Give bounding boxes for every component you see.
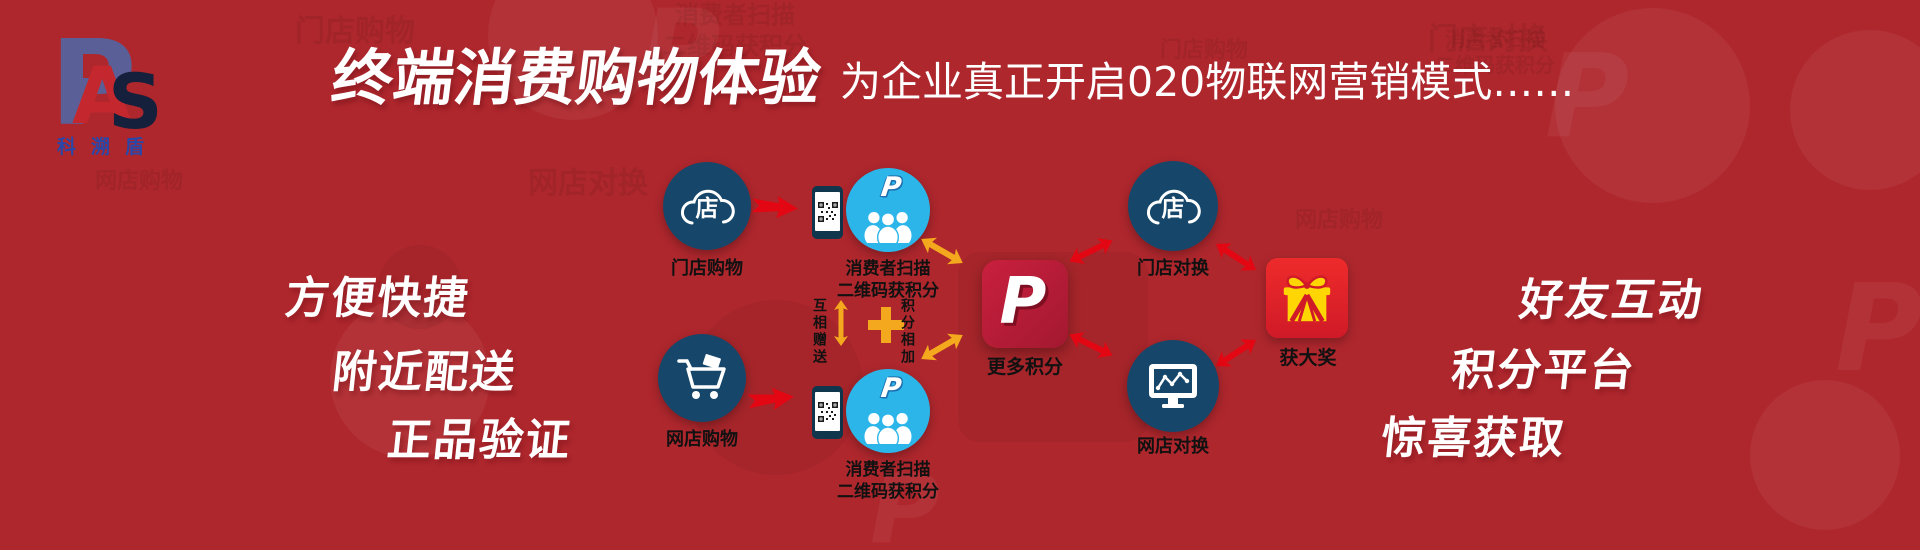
people-group-icon	[864, 211, 912, 243]
watermark-circle	[1790, 30, 1920, 190]
logo-caption: 科溯盾	[57, 136, 160, 158]
red-double-arrow-icon	[1069, 238, 1113, 264]
store-cloud-icon: 店	[1146, 189, 1201, 225]
watermark-p-icon: P	[640, 0, 721, 114]
red-arrow-icon	[751, 196, 798, 219]
watermark-circle	[330, 298, 490, 458]
people-group-icon	[864, 412, 912, 444]
consumer-scan-inner: P	[846, 168, 930, 252]
feature-friend-interaction: 好友互动	[1516, 275, 1707, 326]
consumer-scan-inner: P	[846, 369, 930, 453]
phone-qr-icon	[812, 386, 843, 439]
consumer-scan-label: 消费者扫描 二维码获积分	[826, 258, 950, 302]
feature-authenticity: 正品验证	[384, 415, 575, 466]
watermark-text: 网店对换	[528, 166, 648, 201]
consumer-scan-label-line2: 二维码获积分	[837, 482, 939, 503]
watermark-p-icon: P	[1545, 30, 1630, 164]
watermark-circle	[1750, 380, 1900, 530]
monitor-chart-icon	[1149, 364, 1197, 408]
qr-code-icon	[817, 401, 838, 422]
consumer-scan-label-line1: 消费者扫描	[845, 259, 931, 279]
watermark-circle	[378, 245, 462, 329]
yellow-arrow-icon	[921, 333, 963, 361]
shopping-cart-icon	[677, 354, 726, 399]
phone-screen	[815, 192, 840, 231]
watermark-line: 消费者扫描	[675, 1, 795, 29]
phone-screen	[815, 392, 840, 431]
svg-text:店: 店	[696, 196, 719, 222]
watermark-line: 二维码获积分	[1435, 53, 1555, 77]
online-shopping-label: 网店购物	[666, 429, 738, 450]
subtitle: 为企业真正开启020物联网营销模式……	[840, 58, 1575, 106]
consumer-scan-label-line1: 消费者扫描	[845, 460, 931, 480]
watermark-text: 网店购物	[1295, 208, 1384, 233]
store-shopping-label: 门店购物	[671, 258, 743, 279]
watermark-p-icon: P	[870, 455, 940, 550]
feature-surprise: 惊喜获取	[1378, 413, 1569, 464]
watermark-text: 消费者扫描 二维码获积分	[1425, 26, 1565, 78]
red-double-arrow-icon	[1215, 243, 1257, 271]
main-title: 终端消费购物体验	[327, 43, 825, 114]
phone-qr-icon	[812, 186, 843, 239]
watermark-line: 二维码获积分	[663, 32, 807, 61]
feature-nearby-delivery: 附近配送	[329, 347, 520, 398]
watermark-p-icon: P	[1835, 260, 1920, 399]
p-logo-small: P	[879, 373, 904, 404]
online-exchange-label: 网店对换	[1137, 436, 1209, 457]
gift-box-tile	[1266, 258, 1348, 338]
points-add-label: 积分相加	[899, 298, 915, 366]
mutual-gift-label: 互相赠送	[811, 298, 827, 366]
logo-letter-s: S	[108, 57, 163, 146]
watermark-text: 消费者扫描 二维码获积分	[655, 0, 815, 62]
plus-icon	[868, 307, 904, 343]
store-exchange-node: 店	[1128, 161, 1218, 251]
consumer-scan-node: P	[846, 168, 930, 252]
logo-letter-p: P	[50, 14, 137, 152]
store-cloud-icon: 店	[680, 189, 735, 225]
qr-code-icon	[817, 201, 838, 222]
watermark-circle	[1555, 8, 1750, 203]
more-points-tile: P	[982, 260, 1068, 348]
watermark-text: 网店购物	[95, 169, 184, 194]
consumer-scan-node: P	[846, 369, 930, 453]
consumer-scan-label: 消费者扫描 二维码获积分	[826, 459, 950, 503]
store-shopping-node: 店	[663, 162, 751, 250]
gift-box-icon	[1283, 275, 1331, 323]
watermark-text: 门店购物	[1160, 38, 1249, 63]
feature-convenient: 方便快捷	[282, 273, 473, 324]
yellow-vertical-arrow-icon	[834, 300, 848, 346]
p-logo-small: P	[879, 172, 904, 203]
yellow-arrow-icon	[921, 237, 963, 265]
big-prize-label: 获大奖	[1279, 347, 1337, 369]
logo-letter-a: A	[72, 52, 133, 142]
red-double-arrow-icon	[1215, 339, 1257, 367]
red-arrow-icon	[747, 387, 794, 410]
online-shopping-node	[658, 334, 746, 422]
online-exchange-node	[1127, 340, 1219, 432]
store-exchange-label: 门店对换	[1137, 258, 1209, 279]
red-double-arrow-icon	[1069, 332, 1113, 358]
feature-points-platform: 积分平台	[1448, 345, 1639, 396]
watermark-text: 门店对换	[1428, 22, 1548, 57]
watermark-text: 门店购物	[295, 14, 415, 49]
more-points-label: 更多积分	[986, 356, 1063, 378]
watermark-line: 消费者扫描	[1445, 27, 1545, 51]
svg-text:店: 店	[1162, 196, 1185, 222]
consumer-scan-label-line2: 二维码获积分	[837, 281, 939, 302]
p-logo-big: P	[999, 265, 1047, 339]
